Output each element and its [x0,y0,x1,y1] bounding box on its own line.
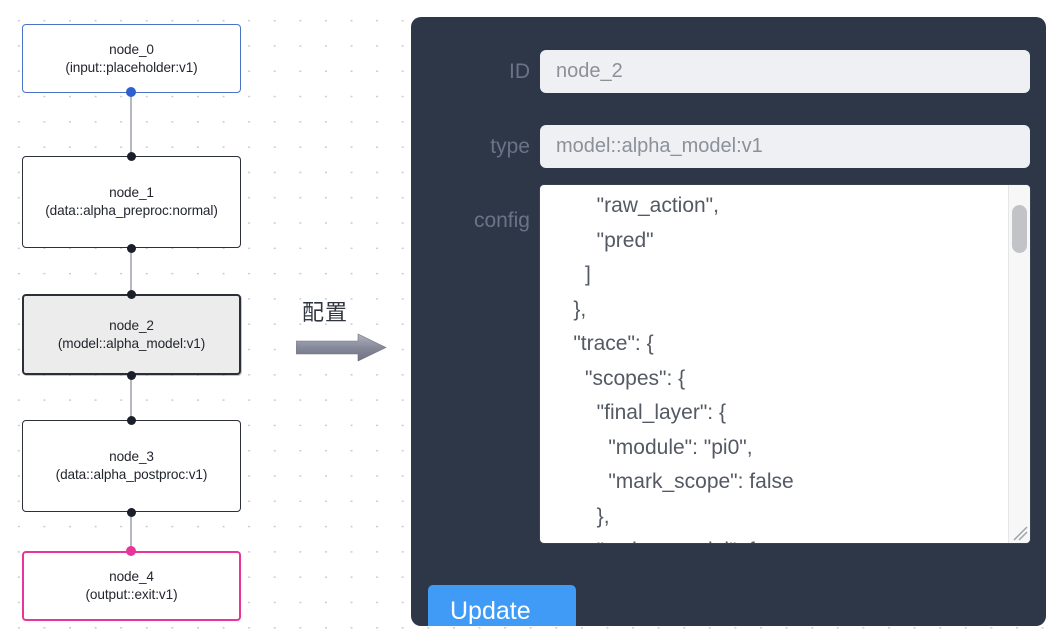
node-subtitle: (input::placeholder:v1) [65,59,198,75]
port-node_2-out[interactable] [127,371,136,380]
field-row-type: type [411,125,1046,168]
node-title: node_0 [109,41,154,57]
graph-node-node_0[interactable]: node_0 (input::placeholder:v1) [22,24,241,93]
node-subtitle: (output::exit:v1) [85,587,178,602]
id-input[interactable] [540,50,1030,93]
node-title: node_4 [109,569,154,584]
edge-node3-node4 [130,512,132,549]
config-scrollbar-thumb[interactable] [1012,205,1027,253]
node-label: node_2 (model::alpha_model:v1) [58,317,205,353]
port-node_2-in[interactable] [127,290,136,299]
node-label: node_1 (data::alpha_preproc:normal) [45,184,218,220]
edge-node1-node2 [130,248,132,294]
port-node_1-in[interactable] [127,152,136,161]
port-node_3-in[interactable] [127,416,136,425]
graph-node-node_4[interactable]: node_4 (output::exit:v1) [22,551,241,621]
graph-node-node_1[interactable]: node_1 (data::alpha_preproc:normal) [22,156,241,248]
right-arrow-icon [296,333,387,362]
graph-node-node_2[interactable]: node_2 (model::alpha_model:v1) [22,294,241,375]
type-input[interactable] [540,125,1030,168]
config-field-label: config [473,209,530,232]
resize-handle-icon[interactable] [1009,522,1029,542]
graph-node-node_3[interactable]: node_3 (data::alpha_postproc:v1) [22,420,241,512]
transition-arrow-group: 配置 [296,295,401,365]
node-label: node_0 (input::placeholder:v1) [65,41,197,77]
edge-node2-node3 [130,375,132,420]
node-config-panel: ID type config "raw_action", "pred" ] },… [411,17,1046,626]
node-subtitle: (data::alpha_postproc:v1) [55,467,208,482]
edge-node0-node1 [130,92,132,156]
arrow-label: 配置 [302,301,349,326]
node-label: node_4 (output::exit:v1) [86,568,178,604]
config-scrollbar[interactable] [1008,185,1030,543]
node-title: node_3 [109,449,154,464]
node-title: node_1 [109,185,154,200]
port-node_1-out[interactable] [127,244,136,253]
config-textarea[interactable]: "raw_action", "pred" ] }, "trace": { "sc… [573,194,794,543]
node-title: node_2 [109,317,154,333]
field-row-config: config "raw_action", "pred" ] }, "trace"… [411,185,1046,543]
port-node_3-out[interactable] [127,508,136,517]
node-subtitle: (model::alpha_model:v1) [57,335,206,351]
type-field-label: type [490,134,530,158]
id-field-label: ID [509,59,530,83]
update-button[interactable]: Update [428,585,576,626]
port-node_0-out[interactable] [126,87,136,97]
field-row-id: ID [411,50,1046,93]
config-textarea-wrapper[interactable]: "raw_action", "pred" ] }, "trace": { "sc… [540,185,1030,543]
node-label: node_3 (data::alpha_postproc:v1) [56,448,208,484]
node-subtitle: (data::alpha_preproc:normal) [45,203,218,218]
port-node_4-in[interactable] [126,546,136,556]
